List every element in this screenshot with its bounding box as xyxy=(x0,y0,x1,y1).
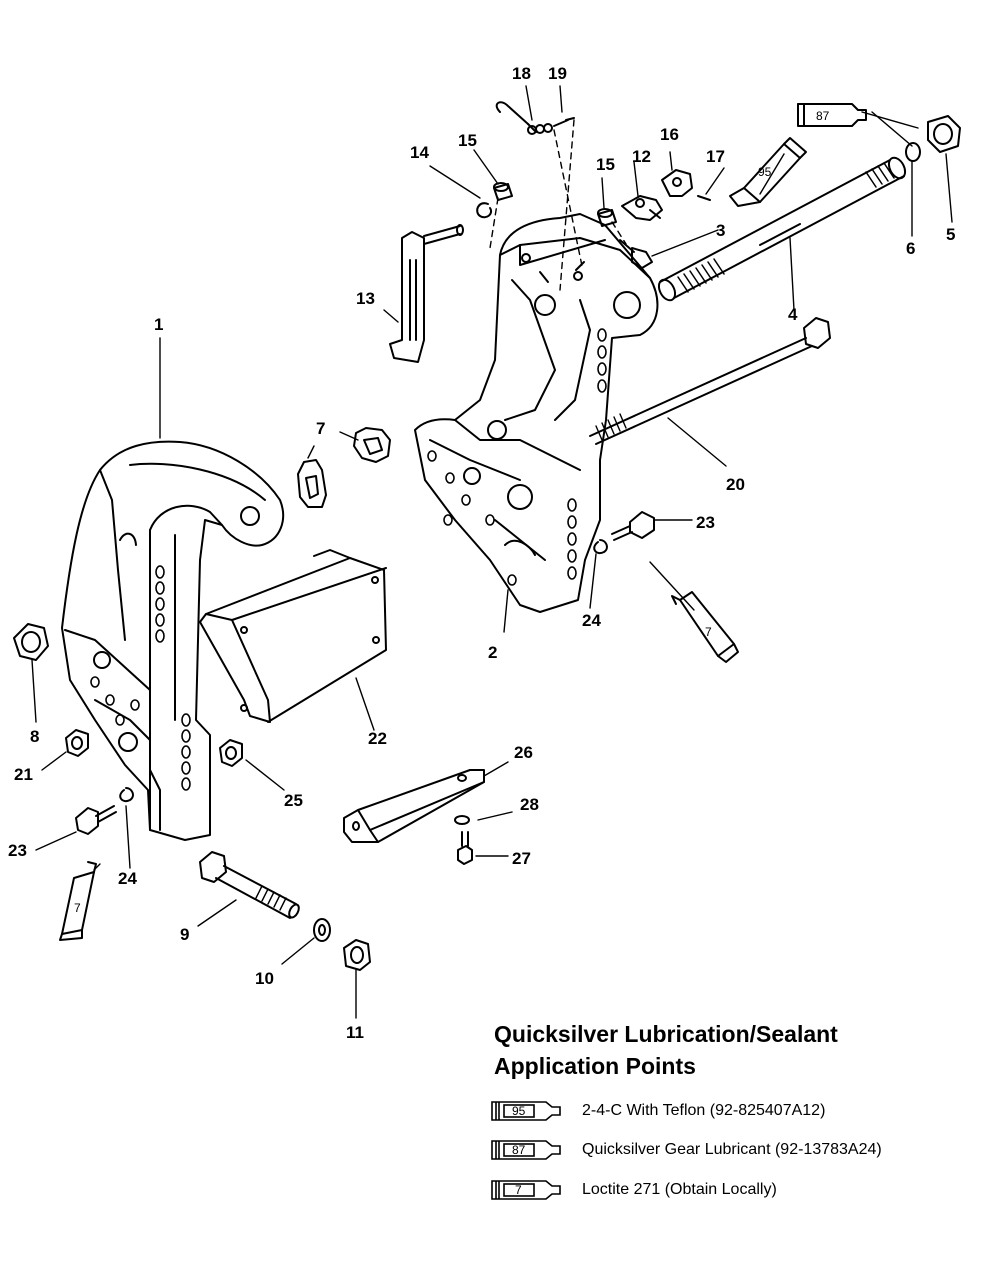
callout-16: 16 xyxy=(660,125,679,144)
tube-87-diagram xyxy=(797,103,867,127)
leader-lines xyxy=(31,85,953,1019)
callout-18: 18 xyxy=(512,64,531,83)
tilt-tube-nut xyxy=(927,115,961,153)
grease-fitting xyxy=(619,239,653,269)
callout-24b: 24 xyxy=(118,869,137,888)
callout-9: 9 xyxy=(180,925,189,944)
lockwasher-24-left xyxy=(119,787,134,802)
roll-pin xyxy=(697,195,711,201)
through-bolt xyxy=(199,851,300,919)
callout-21: 21 xyxy=(14,765,33,784)
callout-19: 19 xyxy=(548,64,567,83)
tube-95-number: 95 xyxy=(758,165,772,179)
bushing-15-left xyxy=(493,182,513,201)
callout-15b: 15 xyxy=(596,155,615,174)
tube-95-diagram xyxy=(729,137,807,207)
bolt-23-left xyxy=(75,805,117,835)
callout-25: 25 xyxy=(284,791,303,810)
tube-87-icon-number: 87 xyxy=(512,1143,526,1157)
tube-7-right-diagram xyxy=(671,591,739,663)
tube-7-icon: 7 xyxy=(491,1180,561,1200)
clamp-bracket-left xyxy=(61,440,285,841)
lockwasher-24-right xyxy=(593,539,608,554)
spacer-plate xyxy=(297,427,391,508)
nut-25 xyxy=(219,739,243,767)
legend-title-line1: Quicksilver Lubrication/Sealant xyxy=(494,1021,838,1047)
screw-27 xyxy=(457,831,473,865)
tilt-lock-lever xyxy=(389,224,464,363)
tube-7-left-diagram xyxy=(59,861,97,941)
callout-6: 6 xyxy=(906,239,915,258)
tube-95-icon-number: 95 xyxy=(512,1104,526,1118)
callout-8: 8 xyxy=(30,727,39,746)
callout-1: 1 xyxy=(154,315,163,334)
callout-13: 13 xyxy=(356,289,375,308)
legend-item-87: 87 Quicksilver Gear Lubricant (92-13783A… xyxy=(490,1137,882,1163)
bolt-23-right xyxy=(611,511,655,541)
legend-item-7-description: Loctite 271 (Obtain Locally) xyxy=(582,1181,777,1198)
callout-10: 10 xyxy=(255,969,274,988)
washer-28 xyxy=(454,815,470,825)
lock-plate xyxy=(621,195,663,221)
callout-11: 11 xyxy=(346,1023,364,1042)
washer-10 xyxy=(313,918,331,942)
swivel-tube xyxy=(657,156,907,302)
tube-87-icon: 87 xyxy=(491,1140,561,1160)
tilt-bolt xyxy=(589,317,831,445)
callout-7: 7 xyxy=(316,419,325,438)
tube-95-icon: 95 xyxy=(491,1101,561,1121)
callout-28: 28 xyxy=(520,795,539,814)
legend-title: Quicksilver Lubrication/Sealant Applicat… xyxy=(494,1018,974,1082)
legend-item-95: 95 2-4-C With Teflon (92-825407A12) xyxy=(490,1098,825,1124)
legend-item-87-description: Quicksilver Gear Lubricant (92-13783A24) xyxy=(582,1141,882,1158)
tube-7-left-number: 7 xyxy=(74,901,81,915)
callout-24a: 24 xyxy=(582,611,601,630)
tilt-cam xyxy=(661,169,693,197)
callout-23b: 23 xyxy=(8,841,27,860)
tube-7-icon-number: 7 xyxy=(515,1183,522,1197)
spring-assembly xyxy=(495,101,575,135)
tube-87-number: 87 xyxy=(816,109,830,123)
callout-12: 12 xyxy=(632,147,651,166)
wear-block xyxy=(343,769,485,843)
callout-17: 17 xyxy=(706,147,725,166)
retainer-clip xyxy=(476,202,492,219)
callout-26: 26 xyxy=(514,743,533,762)
locknut-8 xyxy=(13,623,49,661)
tube-7-right-number: 7 xyxy=(705,625,712,639)
callout-20: 20 xyxy=(726,475,745,494)
callout-4: 4 xyxy=(788,305,798,324)
callout-3: 3 xyxy=(716,221,725,240)
callout-23a: 23 xyxy=(696,513,715,532)
assembly-lines xyxy=(489,119,627,291)
nut-11 xyxy=(343,939,371,971)
callout-2: 2 xyxy=(488,643,497,662)
washer-6 xyxy=(905,142,921,162)
legend-title-line2: Application Points xyxy=(494,1053,696,1079)
callout-22: 22 xyxy=(368,729,387,748)
bushing-15-right xyxy=(597,208,617,227)
callout-labels: 1 2 3 4 5 6 7 8 9 10 11 12 13 14 15 15 1… xyxy=(8,64,955,1042)
callout-5: 5 xyxy=(946,225,955,244)
nut-21 xyxy=(65,729,89,757)
anode-plate xyxy=(199,549,387,723)
legend-item-95-description: 2-4-C With Teflon (92-825407A12) xyxy=(582,1102,826,1119)
callout-14: 14 xyxy=(410,143,429,162)
callout-15a: 15 xyxy=(458,131,477,150)
clamp-bracket-right xyxy=(414,213,659,613)
legend-item-7: 7 Loctite 271 (Obtain Locally) xyxy=(490,1177,777,1203)
callout-27: 27 xyxy=(512,849,531,868)
